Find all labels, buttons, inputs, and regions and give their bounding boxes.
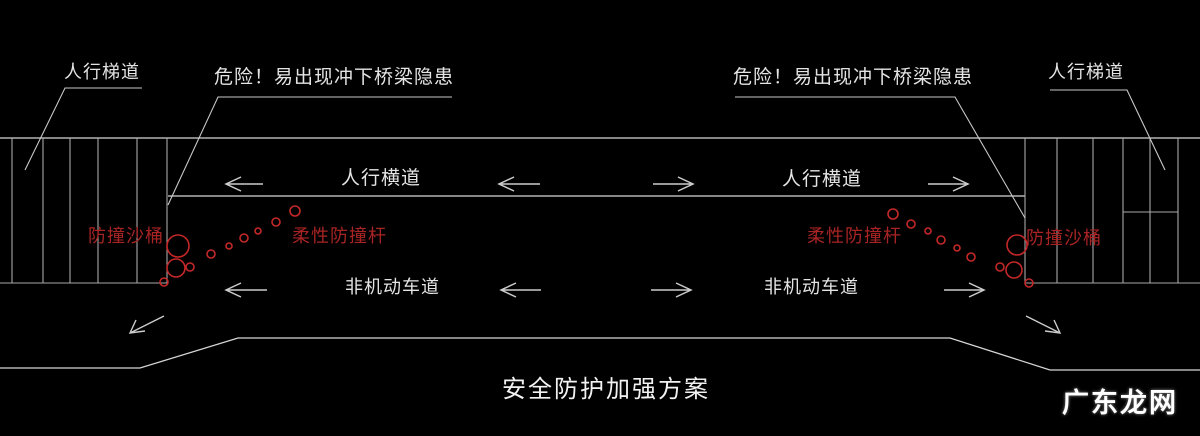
arrow-left-icon bbox=[224, 282, 267, 298]
arrow-right-icon bbox=[944, 282, 986, 298]
sand-bucket-circle bbox=[906, 219, 916, 229]
road-bottom-edge-line bbox=[0, 337, 1200, 371]
stair-left-label: 人行梯道 bbox=[64, 62, 140, 83]
sand-bucket-circle bbox=[995, 262, 1005, 272]
sand-bucket-circle bbox=[1006, 234, 1028, 256]
sand-bucket-circle bbox=[206, 249, 216, 259]
sand-bucket-circle bbox=[271, 217, 281, 227]
crosswalk-left-label: 人行横道 bbox=[341, 167, 422, 189]
arrow-right-icon bbox=[651, 282, 693, 298]
stair-hatch-right-verticals bbox=[1024, 138, 1179, 283]
arrow-right-icon bbox=[653, 176, 695, 192]
nonmotor-lane-right-label: 非机动车道 bbox=[764, 277, 859, 298]
flexible-barrier-left-label: 柔性防撞杆 bbox=[292, 226, 387, 247]
sand-bucket-circle bbox=[225, 242, 233, 250]
stair-left-leader bbox=[24, 87, 142, 171]
arrow-left-icon bbox=[497, 176, 540, 192]
leader-lines bbox=[24, 87, 1166, 219]
stair-hatch-right bbox=[1024, 138, 1200, 284]
sand-bucket-circle bbox=[166, 258, 186, 278]
sand-bucket-circle bbox=[185, 262, 195, 272]
arrow-left-icon bbox=[499, 282, 541, 298]
sand-bucket-circle bbox=[166, 234, 190, 258]
danger-warning-right-label: 危险！易出现冲下桥梁隐患 bbox=[733, 66, 974, 88]
stair-hatch-left bbox=[0, 138, 168, 284]
sand-bucket-circle bbox=[254, 227, 262, 235]
sand-bucket-right-label: 防撞沙桶 bbox=[1026, 228, 1102, 249]
danger-right-leader bbox=[735, 96, 1026, 219]
arrow-down-right-icon bbox=[1025, 315, 1062, 334]
crosswalk-right-label: 人行横道 bbox=[782, 168, 863, 190]
stair-right-leader bbox=[1050, 89, 1166, 171]
flexible-barrier-right-label: 柔性防撞杆 bbox=[807, 226, 902, 247]
sand-bucket-circle bbox=[1024, 278, 1034, 288]
sand-bucket-circle bbox=[924, 227, 932, 235]
sand-bucket-left-label: 防撞沙桶 bbox=[88, 226, 164, 247]
danger-left-leader bbox=[167, 96, 452, 206]
stair-hatch-left-verticals bbox=[11, 138, 168, 283]
sand-bucket-circle bbox=[887, 208, 899, 220]
exit-ramp-arrows bbox=[128, 315, 1062, 334]
drawing-title: 安全防护加强方案 bbox=[502, 375, 710, 403]
crosswalk-arrows bbox=[224, 176, 970, 192]
barrier-circles-right bbox=[887, 208, 1034, 288]
stair-right-label: 人行梯道 bbox=[1048, 62, 1124, 83]
arrow-down-left-icon bbox=[128, 315, 165, 334]
sand-bucket-circle bbox=[289, 205, 301, 217]
sand-bucket-circle bbox=[936, 235, 946, 245]
site-watermark: 广东龙网 bbox=[1062, 388, 1178, 419]
barrier-circles-left bbox=[159, 205, 301, 287]
nonmotor-lane-arrows bbox=[224, 282, 986, 298]
danger-warning-left-label: 危险！易出现冲下桥梁隐患 bbox=[214, 66, 455, 88]
nonmotor-lane-left-label: 非机动车道 bbox=[345, 277, 440, 298]
sand-bucket-circle bbox=[239, 233, 249, 243]
deck-edge-lines bbox=[0, 137, 1200, 371]
arrow-left-icon bbox=[224, 176, 263, 192]
sand-bucket-circle bbox=[953, 244, 961, 252]
sand-bucket-circle bbox=[159, 277, 169, 287]
sand-bucket-circle bbox=[966, 252, 976, 262]
sand-bucket-circle bbox=[1005, 261, 1023, 279]
arrow-right-icon bbox=[928, 176, 970, 192]
